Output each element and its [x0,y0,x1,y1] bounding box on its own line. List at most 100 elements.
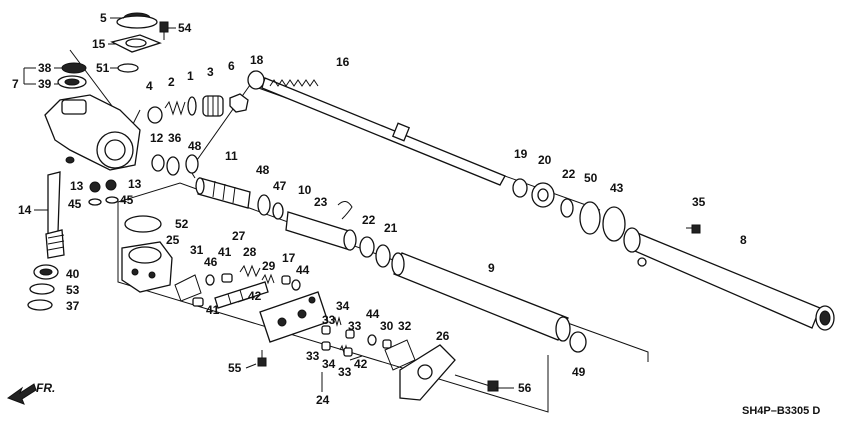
label-20: 20 [538,153,552,167]
part-22a-seal [359,236,375,258]
label-36: 36 [168,131,182,145]
part-31-gasket [174,274,202,302]
label-51: 51 [96,61,110,75]
part-38-bearing [61,62,87,74]
part-25-valve-body [121,241,173,293]
label-42a: 42 [248,289,262,303]
label-7: 7 [12,77,19,91]
part-15-cover-plate [110,34,162,53]
part-10-piston-rod [285,211,357,251]
part-33a-plug [321,325,331,335]
part-33c-plug [321,341,331,351]
label-24: 24 [316,393,330,407]
part-5-cap [116,12,158,29]
label-33b: 33 [348,319,362,333]
label-23: 23 [314,195,328,209]
label-55: 55 [228,361,242,375]
label-40: 40 [66,267,80,281]
part-45a-washer [88,198,102,206]
part-54-bolt [159,21,169,40]
label-27: 27 [232,229,246,243]
label-53: 53 [66,283,80,297]
label-46: 46 [204,255,218,269]
label-43: 43 [610,181,624,195]
label-22b: 22 [562,167,576,181]
part-52-o-ring [124,215,162,233]
label-48a: 48 [188,139,202,153]
label-32: 32 [398,319,412,333]
part-33d-plug [343,347,353,357]
label-56: 56 [518,381,532,395]
part-12-washer [151,154,165,172]
part-17-plug [281,275,291,285]
part-28-spring [239,264,261,278]
label-1: 1 [187,69,194,83]
part-6-locknut [229,93,249,113]
label-42b: 42 [354,357,368,371]
label-50: 50 [584,171,598,185]
label-4: 4 [146,79,153,93]
part-3-boot [202,95,224,117]
label-25: 25 [166,233,180,247]
part-35-bolt [686,224,701,234]
label-2: 2 [168,75,175,89]
label-12: 12 [150,131,164,145]
part-47-o-ring [272,202,284,220]
part-27-spool [214,281,269,309]
label-44b: 44 [366,307,380,321]
label-39: 39 [38,77,52,91]
label-30: 30 [380,319,394,333]
part-55-bolt [257,350,267,367]
label-33c: 33 [306,349,320,363]
part-19-seal [512,178,528,198]
part-18-seal [247,70,265,90]
part-29-spring [261,273,275,285]
part-44a-o-ring [291,279,301,291]
label-52: 52 [175,217,189,231]
part-13b-bolt [105,179,117,191]
label-38: 38 [38,61,52,75]
label-29: 29 [262,259,276,273]
part-42b-pin [349,355,363,361]
label-13a: 13 [70,179,84,193]
label-26: 26 [436,329,450,343]
part-2-spring [164,100,186,116]
front-direction-label: FR. [36,381,55,395]
label-41a: 41 [218,245,232,259]
part-51-o-ring [117,63,139,73]
label-16: 16 [336,55,350,69]
label-37: 37 [66,299,80,313]
label-17: 17 [282,251,296,265]
label-10: 10 [298,183,312,197]
label-33d: 33 [338,365,352,379]
part-26-end-cover [399,344,456,401]
label-19: 19 [514,147,528,161]
part-23-clip [337,201,353,220]
label-45b: 45 [120,193,134,207]
part-56-bolt [454,374,499,392]
part-37-snap-ring [27,299,53,311]
label-8: 8 [740,233,747,247]
label-14: 14 [18,203,32,217]
label-34a: 34 [336,299,350,313]
part-41b-plug [192,297,204,307]
part-9-cylinder-tube [391,252,571,342]
label-6: 6 [228,59,235,73]
part-21-bushing [375,244,391,268]
label-31: 31 [190,243,204,257]
label-44a: 44 [296,263,310,277]
part-13a-bolt [89,181,101,193]
label-22a: 22 [362,213,376,227]
label-3: 3 [207,65,214,79]
leader-lines [23,17,514,392]
label-35: 35 [692,195,706,209]
label-41b: 41 [206,303,220,317]
part-14-pinion-shaft [45,171,65,259]
label-18: 18 [250,53,264,67]
part-4-cap [147,106,163,124]
part-8-cylinder-housing [623,227,835,331]
label-33a: 33 [322,313,336,327]
part-45b-washer [105,196,119,204]
label-15: 15 [92,37,106,51]
